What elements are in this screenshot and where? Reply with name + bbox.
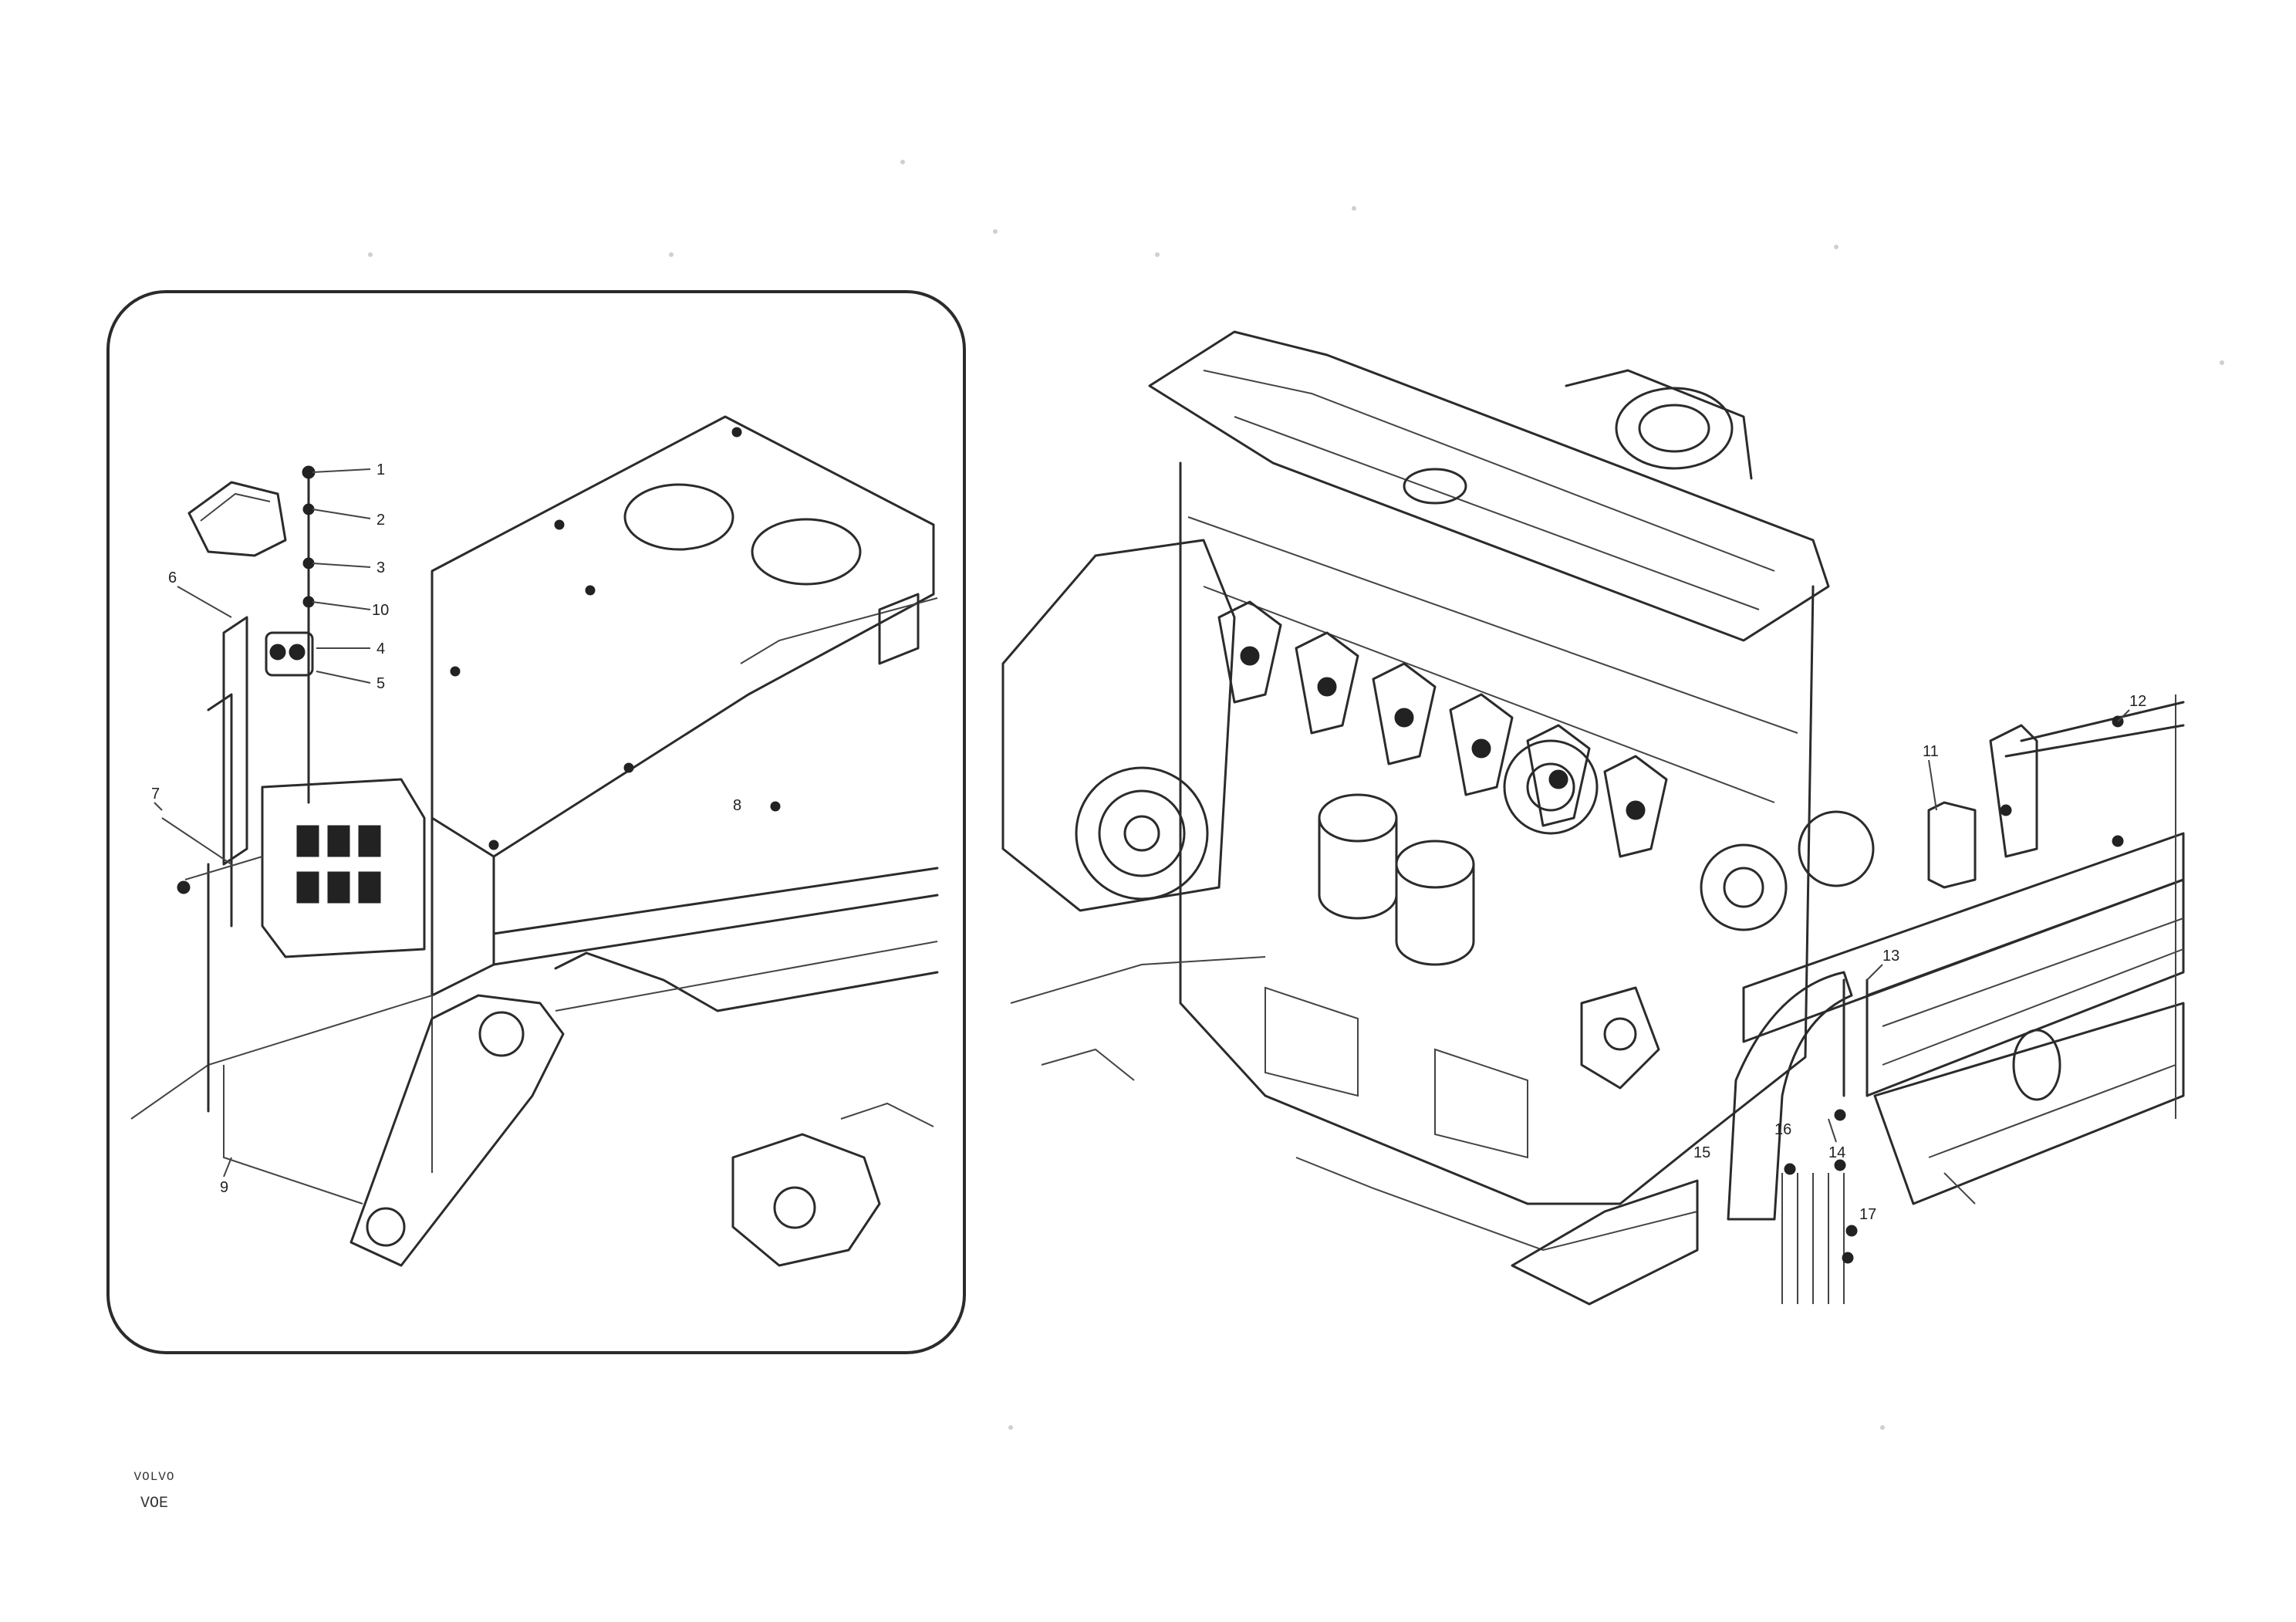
inset-callout-4: 4 bbox=[376, 640, 385, 657]
inset-callout-9: 9 bbox=[220, 1179, 228, 1196]
scan-specks bbox=[368, 160, 2224, 1430]
engine-callout-16: 16 bbox=[1774, 1121, 1791, 1138]
stamp-line-1: VOLVO bbox=[133, 1470, 175, 1484]
engine-callout-17: 17 bbox=[1859, 1206, 1876, 1223]
inset-leader-lines bbox=[154, 468, 371, 1178]
drawing-stamp: VOLVO VOE bbox=[62, 1470, 247, 1512]
cylinder-row bbox=[1217, 600, 1668, 858]
engine-callout-13: 13 bbox=[1882, 948, 1899, 965]
inset-detail-view: 1 2 3 10 4 5 6 7 8 9 bbox=[106, 290, 966, 1354]
engine-assembly-view: 11 12 13 14 15 16 17 bbox=[1001, 330, 2185, 1306]
inset-callout-8: 8 bbox=[733, 797, 741, 814]
inset-callout-5: 5 bbox=[376, 675, 385, 692]
inset-callout-3: 3 bbox=[376, 559, 385, 576]
inset-callout-1: 1 bbox=[376, 461, 385, 478]
inset-callout-7: 7 bbox=[151, 786, 160, 803]
inset-callout-10: 10 bbox=[372, 602, 389, 619]
inset-callout-2: 2 bbox=[376, 512, 385, 529]
engine-callout-11: 11 bbox=[1923, 743, 1939, 760]
stamp-line-3: VOE bbox=[140, 1495, 168, 1512]
engine-callout-15: 15 bbox=[1693, 1144, 1710, 1161]
engine-callout-12: 12 bbox=[2129, 693, 2146, 710]
inset-callout-6: 6 bbox=[168, 569, 177, 586]
harness-drop bbox=[1781, 978, 1869, 1304]
engine-callout-14: 14 bbox=[1828, 1144, 1845, 1161]
